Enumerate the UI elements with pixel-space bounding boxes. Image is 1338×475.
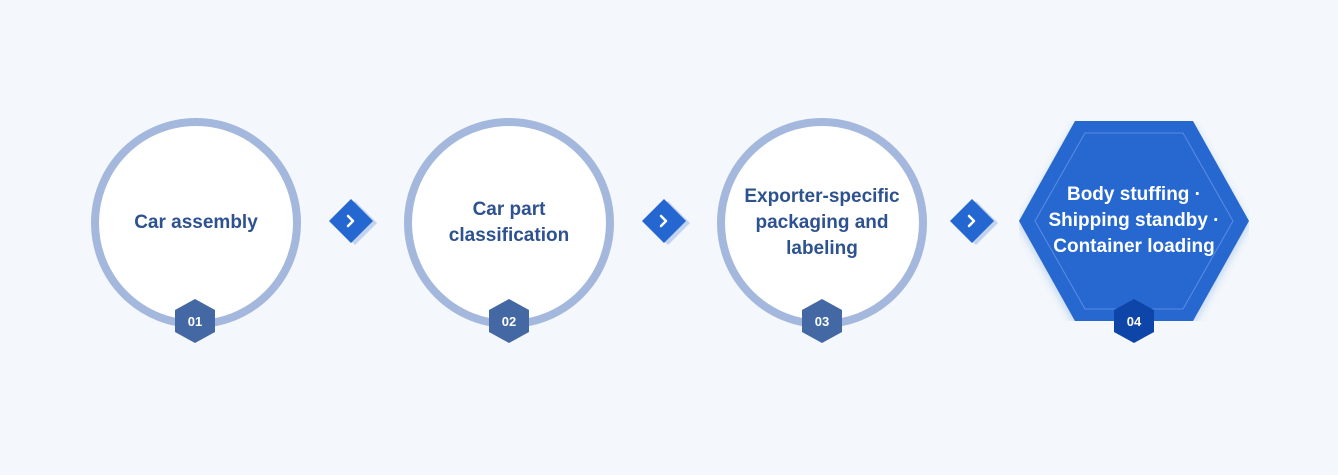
step-3: Exporter-specific packaging and labeling [717,118,927,328]
chevron-right-icon [949,199,1001,245]
chevron-right-icon [328,199,380,245]
chevron-right-icon [641,199,693,245]
step-label: Exporter-specific packaging and labeling [744,186,900,259]
step-number: 02 [501,313,517,329]
step-label: Car assembly [134,212,258,233]
step-4: Body stuffing · Shipping standby · Conta… [1019,118,1249,328]
step-label: Body stuffing · Shipping standby · Conta… [1048,184,1220,257]
step-2: Car part classification [404,118,614,328]
step-number: 03 [814,313,830,329]
step-1: Car assembly [91,118,301,328]
step-circle: Exporter-specific packaging and labeling [717,118,927,328]
step-number: 04 [1126,313,1142,329]
step-circle: Car assembly [91,118,301,328]
step-number-badge: 01 [175,299,215,343]
step-circle: Car part classification [404,118,614,328]
step-hexagon: Body stuffing · Shipping standby · Conta… [1019,121,1249,321]
step-number-badge: 03 [802,299,842,343]
step-number-badge: 04 [1114,299,1154,343]
step-number-badge: 02 [489,299,529,343]
step-number: 01 [187,313,203,329]
step-label: Car part classification [448,199,570,246]
